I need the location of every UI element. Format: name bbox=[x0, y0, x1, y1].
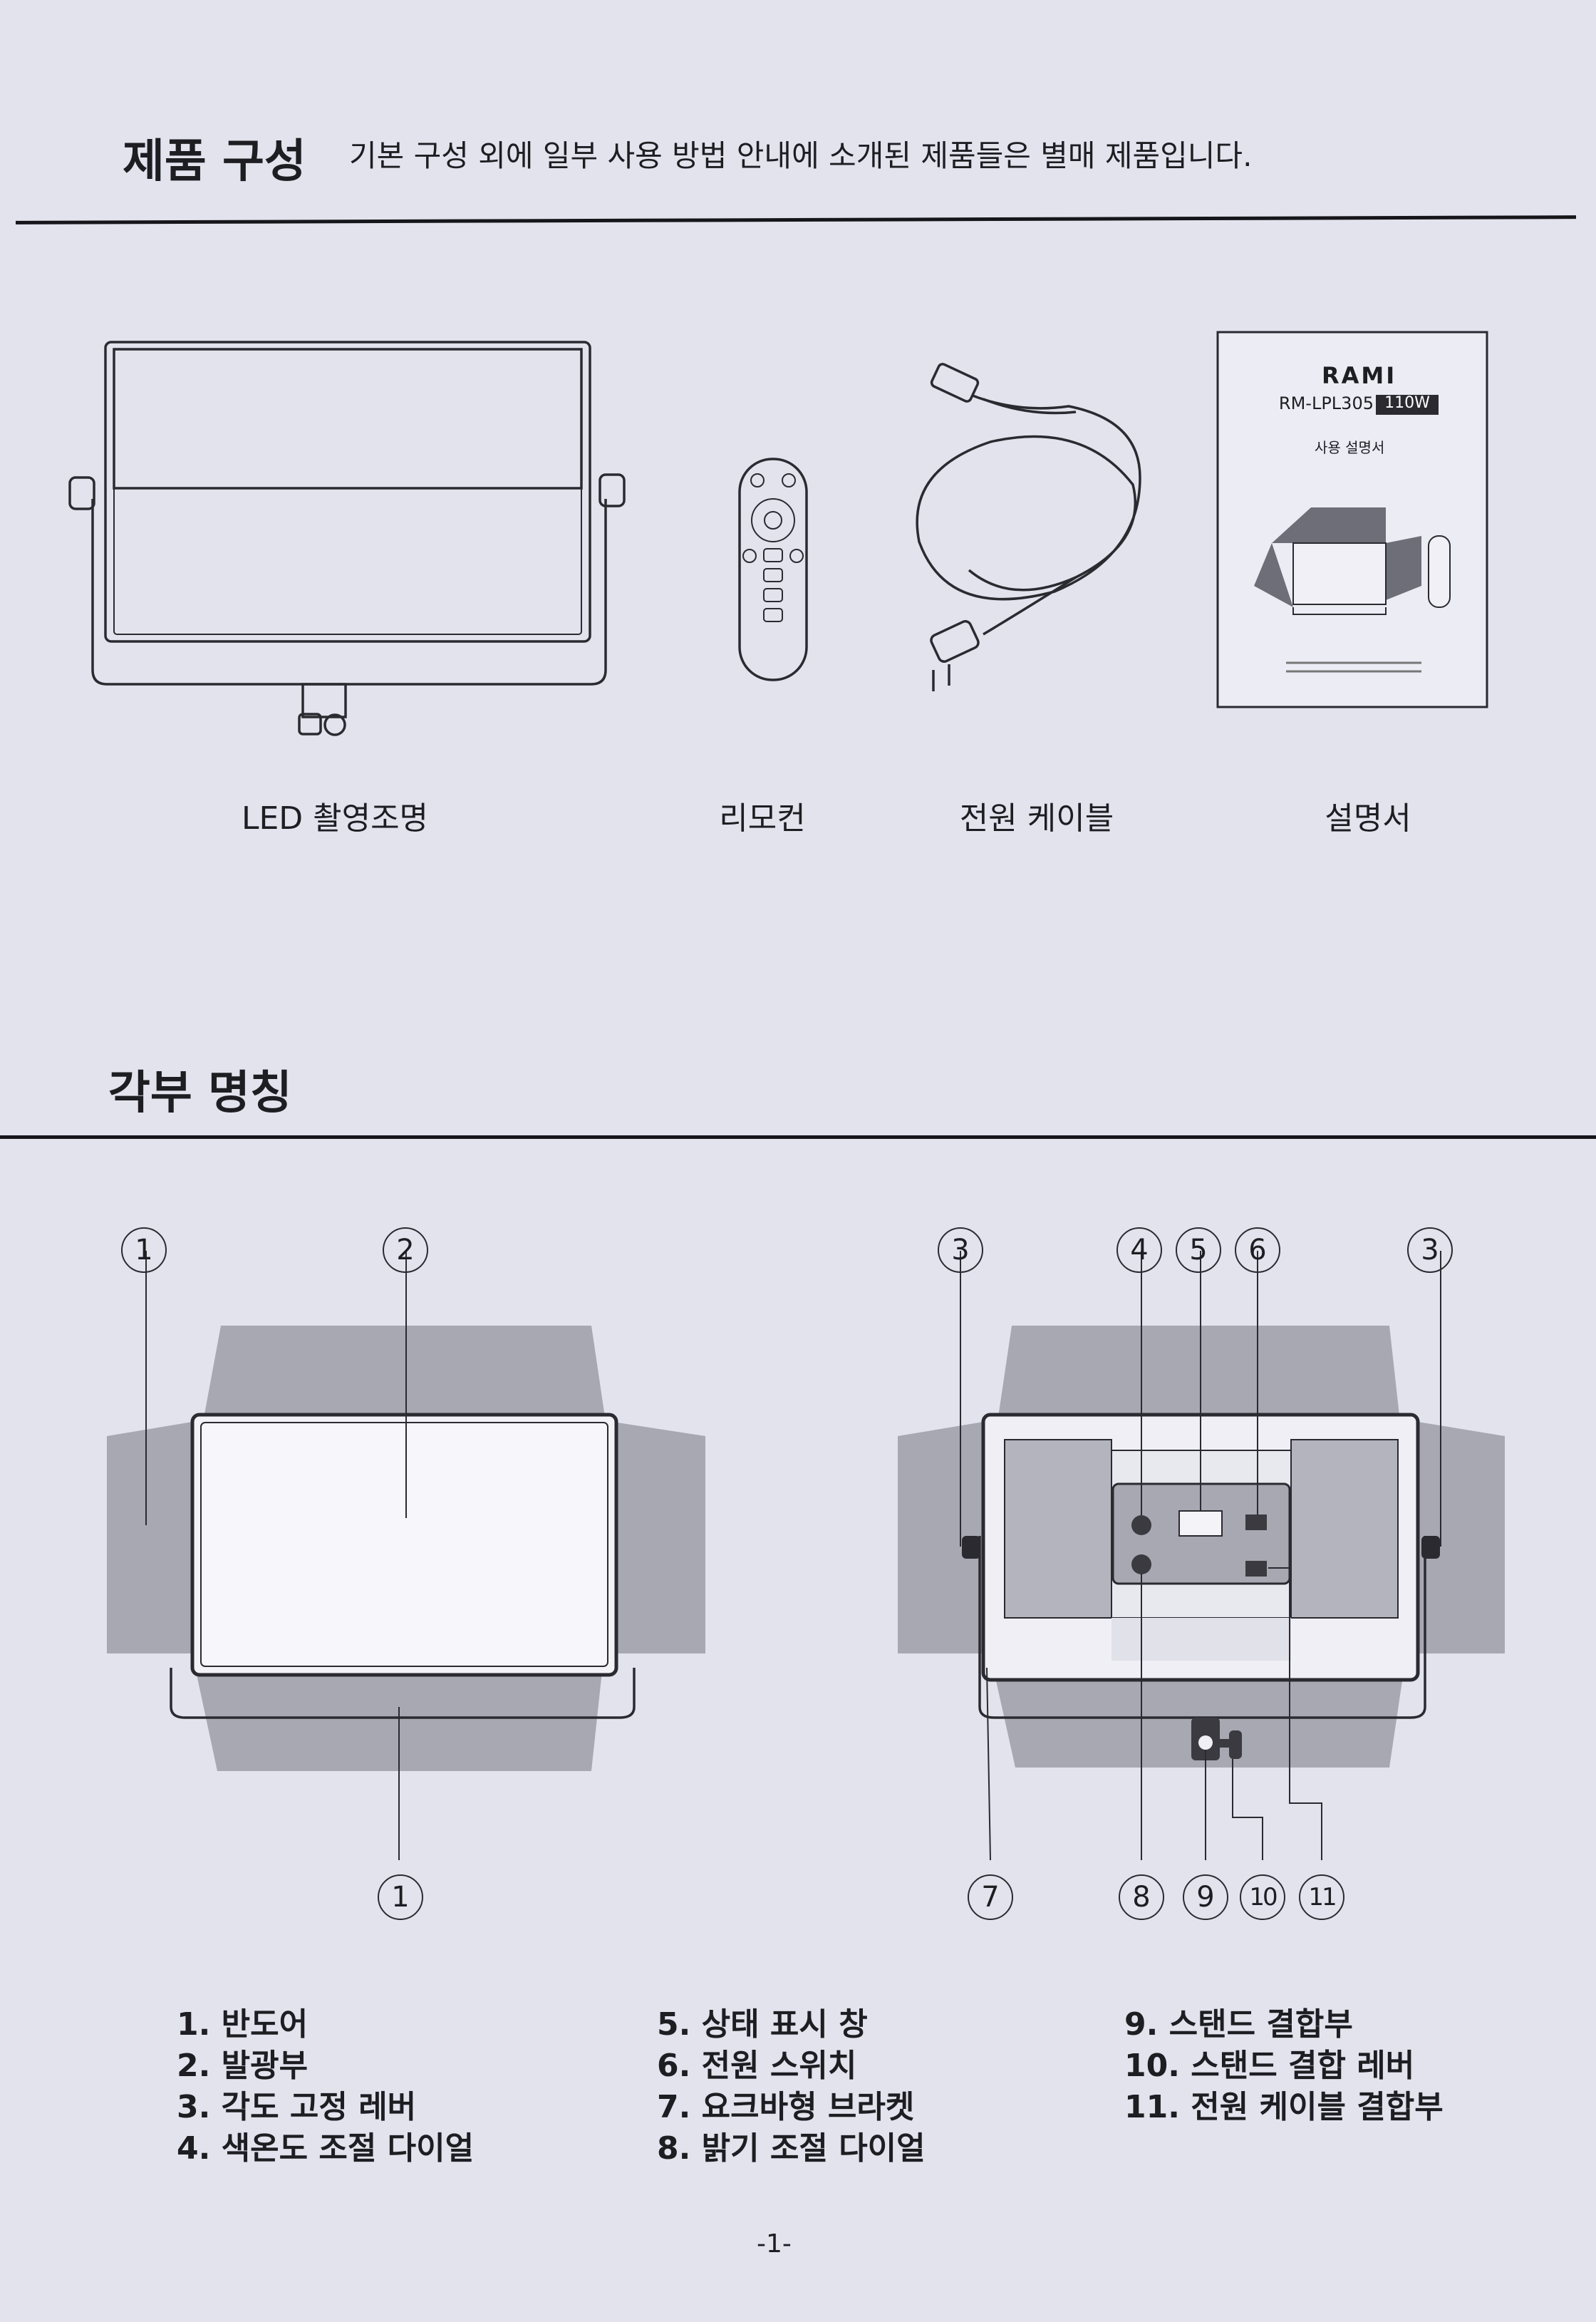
parts-list-item: 1. 반도어 bbox=[177, 2006, 309, 2043]
callout-4: 4 bbox=[1116, 1227, 1162, 1273]
manual-power: 110W bbox=[1384, 394, 1430, 412]
parts-list-item: 2. 발광부 bbox=[177, 2048, 309, 2084]
caption-remote: 리모컨 bbox=[719, 800, 806, 837]
parts-list-item: 11. 전원 케이블 결합부 bbox=[1124, 2089, 1444, 2125]
callout-8: 8 bbox=[1119, 1874, 1164, 1920]
caption-led-light: LED 촬영조명 bbox=[241, 800, 429, 837]
parts-list-col1: 1. 반도어 2. 발광부 3. 각도 고정 레버 4. 색온도 조절 다이얼 bbox=[177, 2004, 474, 2169]
components-divider bbox=[15, 215, 1577, 225]
front-view-diagram bbox=[107, 1251, 705, 1860]
parts-list-item: 10. 스탠드 결합 레버 bbox=[1124, 2048, 1415, 2084]
components-title: 제품 구성 bbox=[123, 135, 306, 188]
parts-divider bbox=[0, 1135, 1596, 1139]
manual-brand: RAMI bbox=[1322, 362, 1397, 389]
parts-list-item: 4. 색온도 조절 다이얼 bbox=[177, 2130, 475, 2167]
parts-list-col2: 5. 상태 표시 창 6. 전원 스위치 7. 요크바형 브라켓 8. 밝기 조… bbox=[657, 2004, 926, 2169]
callout-1-top: 1 bbox=[121, 1227, 167, 1273]
parts-list-col3: 9. 스탠드 결합부 10. 스탠드 결합 레버 11. 전원 케이블 결합부 bbox=[1124, 2004, 1444, 2128]
rear-view-diagram bbox=[898, 1251, 1505, 1861]
manual-doc-title: 사용 설명서 bbox=[1315, 439, 1385, 456]
callout-2: 2 bbox=[383, 1227, 428, 1273]
callout-3-left: 3 bbox=[938, 1227, 983, 1273]
callout-10: 10 bbox=[1240, 1874, 1285, 1920]
power-cable-illustration bbox=[916, 363, 1141, 691]
caption-manual: 설명서 bbox=[1325, 800, 1411, 837]
parts-list-item: 9. 스탠드 결합부 bbox=[1124, 2006, 1353, 2043]
callout-11: 11 bbox=[1299, 1874, 1344, 1920]
parts-list-item: 8. 밝기 조절 다이얼 bbox=[657, 2130, 926, 2167]
parts-list-item: 7. 요크바형 브라켓 bbox=[657, 2089, 915, 2125]
parts-list-item: 5. 상태 표시 창 bbox=[657, 2006, 868, 2043]
parts-list-item: 3. 각도 고정 레버 bbox=[177, 2089, 417, 2125]
parts-list-item: 6. 전원 스위치 bbox=[657, 2048, 857, 2084]
led-light-illustration bbox=[68, 341, 626, 736]
remote-illustration bbox=[738, 458, 808, 681]
callout-1-bottom: 1 bbox=[378, 1874, 423, 1920]
callout-6: 6 bbox=[1235, 1227, 1280, 1273]
callout-5: 5 bbox=[1176, 1227, 1221, 1273]
components-note: 기본 구성 외에 일부 사용 방법 안내에 소개된 제품들은 별매 제품입니다. bbox=[349, 138, 1253, 173]
caption-power-cable: 전원 케이블 bbox=[959, 800, 1114, 837]
page-number: -1- bbox=[757, 2229, 792, 2259]
callout-7: 7 bbox=[968, 1874, 1013, 1920]
manual-booklet bbox=[1216, 331, 1488, 708]
callout-3-right: 3 bbox=[1407, 1227, 1453, 1273]
manual-model: RM-LPL305 bbox=[1278, 393, 1374, 413]
parts-title: 각부 명칭 bbox=[108, 1067, 292, 1120]
callout-9: 9 bbox=[1183, 1874, 1228, 1920]
